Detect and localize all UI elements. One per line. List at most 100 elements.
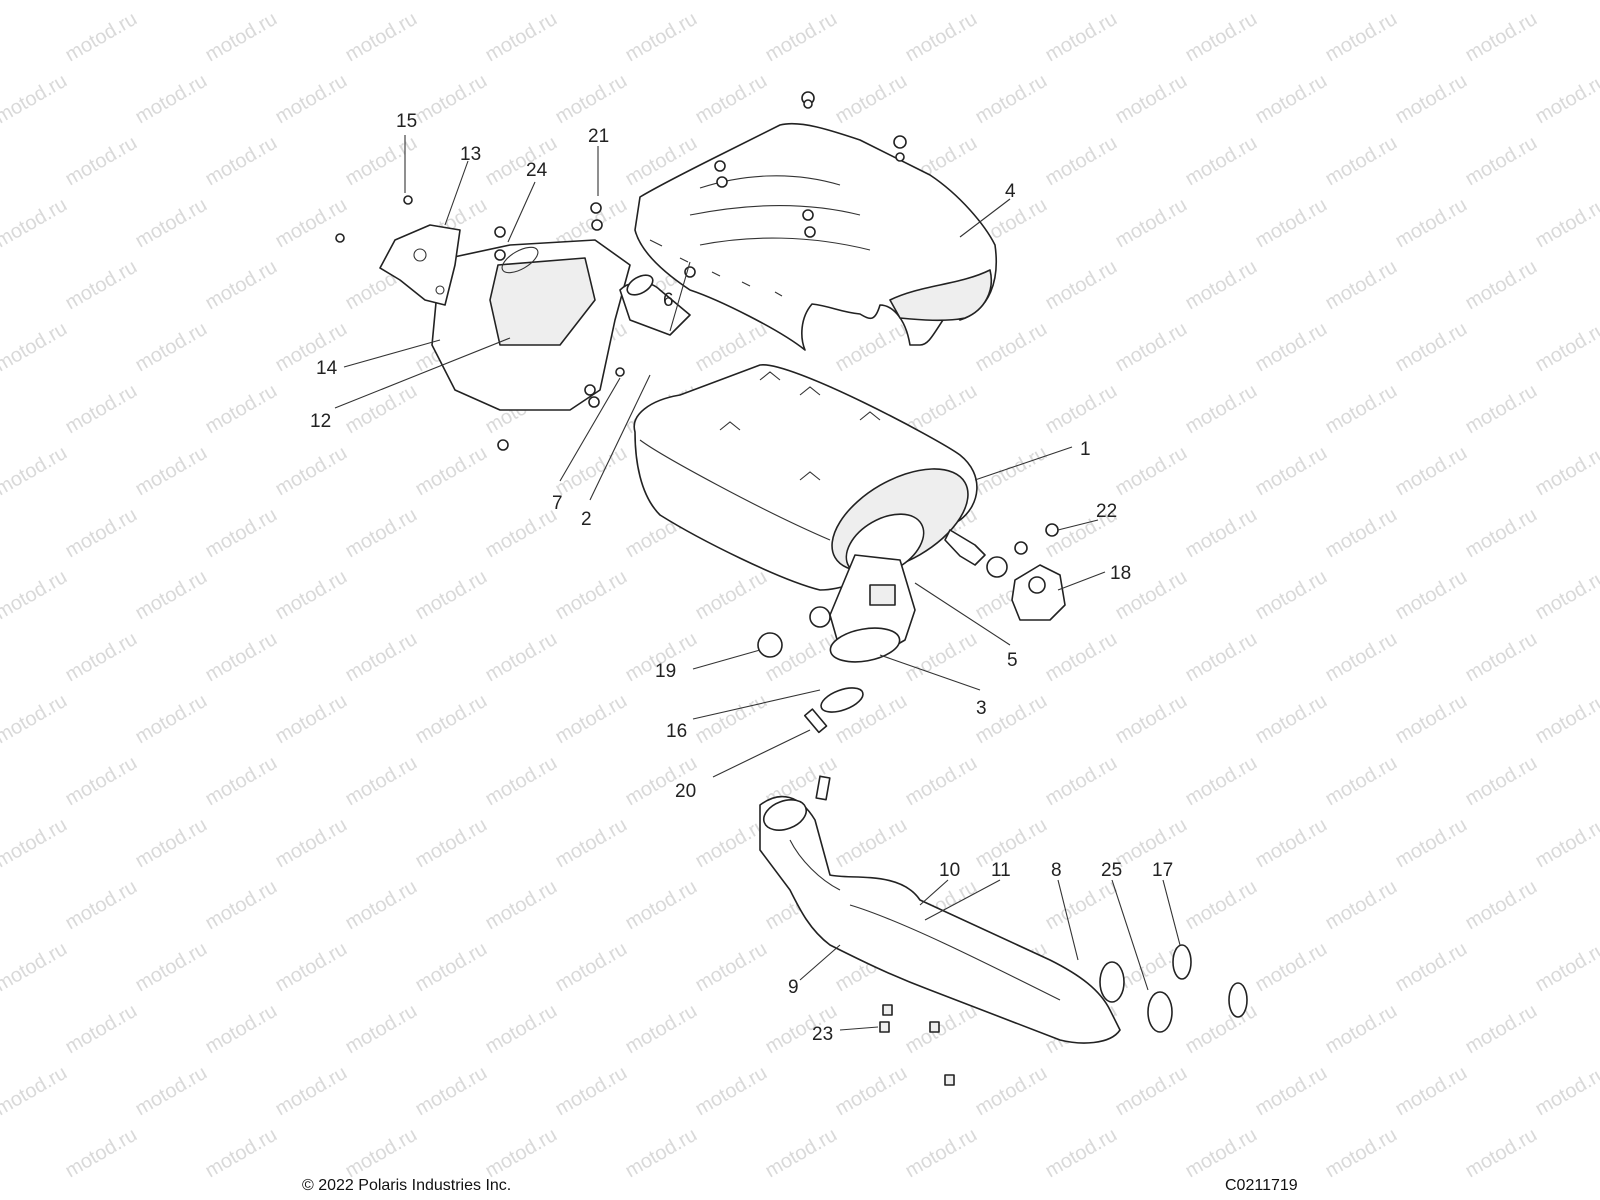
watermark-text: motod.ru [272, 1062, 351, 1121]
watermark-text: motod.ru [622, 1000, 701, 1059]
callout-4: 4 [1005, 181, 1016, 202]
watermark-text: motod.ru [1112, 318, 1191, 377]
watermark-text: motod.ru [1322, 1000, 1401, 1059]
watermark-text: motod.ru [1252, 0, 1331, 4]
callout-6: 6 [663, 290, 674, 311]
bracket-13 [379, 224, 461, 306]
watermark-text: motod.ru [1252, 1062, 1331, 1121]
watermark-text: motod.ru [0, 0, 71, 4]
watermark-text: motod.ru [132, 0, 211, 4]
callout-5: 5 [1007, 650, 1018, 671]
watermark-text: motod.ru [272, 814, 351, 873]
watermark-text: motod.ru [0, 938, 71, 997]
watermark-text: motod.ru [62, 876, 141, 935]
watermark-text: motod.ru [832, 70, 911, 129]
watermark-text: motod.ru [1462, 380, 1541, 439]
watermark-text: motod.ru [972, 0, 1051, 4]
watermark-text: motod.ru [0, 70, 71, 129]
callout-10: 10 [939, 860, 960, 881]
callout-11: 11 [991, 860, 1011, 881]
watermark-text: motod.ru [902, 1000, 981, 1059]
watermark-text: motod.ru [972, 318, 1051, 377]
watermark-text: motod.ru [272, 442, 351, 501]
watermark-text: motod.ru [832, 0, 911, 4]
watermark-text: motod.ru [412, 0, 491, 4]
callout-22: 22 [1096, 501, 1117, 522]
watermark-text: motod.ru [1042, 256, 1121, 315]
watermark-text: motod.ru [1532, 318, 1600, 377]
watermark-text: motod.ru [552, 442, 631, 501]
head-pipe [759, 795, 1121, 1044]
watermark-text: motod.ru [1532, 566, 1600, 625]
watermark-text: motod.ru [1112, 70, 1191, 129]
watermark-text: motod.ru [1042, 380, 1121, 439]
watermark-text: motod.ru [342, 1124, 421, 1183]
watermark-text: motod.ru [622, 1124, 701, 1183]
callout-12: 12 [310, 411, 331, 432]
watermark-text: motod.ru [0, 194, 71, 253]
document-code: C0211719 [1225, 1177, 1298, 1194]
watermark-text: motod.ru [1322, 504, 1401, 563]
watermark-text: motod.ru [902, 8, 981, 67]
watermark-text: motod.ru [1462, 132, 1541, 191]
watermark-text: motod.ru [1532, 690, 1600, 749]
watermark-text: motod.ru [1182, 380, 1261, 439]
watermark-text: motod.ru [132, 938, 211, 997]
watermark-text: motod.ru [1112, 0, 1191, 4]
watermark-text: motod.ru [272, 566, 351, 625]
watermark-text: motod.ru [342, 380, 421, 439]
watermark-text: motod.ru [482, 628, 561, 687]
watermark-text: motod.ru [1462, 628, 1541, 687]
watermark-text: motod.ru [202, 628, 281, 687]
callout-14: 14 [316, 358, 338, 379]
watermark-text: motod.ru [1462, 1124, 1541, 1183]
watermark-text: motod.ru [482, 504, 561, 563]
watermark-text: motod.ru [1532, 938, 1600, 997]
watermark-text: motod.ru [692, 814, 771, 873]
watermark-text: motod.ru [1042, 1124, 1121, 1183]
hardware [335, 91, 1059, 1086]
watermark-text: motod.ru [0, 504, 1, 563]
watermark-text: motod.ru [762, 8, 841, 67]
watermark-text: motod.ru [552, 566, 631, 625]
gaskets [1099, 944, 1248, 1033]
watermark-text: motod.ru [1182, 1124, 1261, 1183]
callout-9: 9 [788, 977, 799, 998]
watermark-text: motod.ru [132, 194, 211, 253]
callout-25: 25 [1101, 860, 1122, 881]
watermark-text: motod.ru [202, 876, 281, 935]
watermark-text: motod.ru [1182, 256, 1261, 315]
watermark-text: motod.ru [1462, 752, 1541, 811]
leader-lines [334, 135, 1181, 1031]
callout-21: 21 [588, 126, 609, 147]
outlet-assembly [829, 554, 916, 663]
watermark-text: motod.ru [482, 1000, 561, 1059]
callout-labels: 15 13 24 21 4 6 14 12 7 2 1 22 18 5 3 19… [310, 111, 1173, 1045]
watermark-text: motod.ru [692, 1062, 771, 1121]
callout-1: 1 [1080, 439, 1091, 460]
watermark-text: motod.ru [1182, 504, 1261, 563]
callout-15: 15 [396, 111, 417, 132]
watermark-text: motod.ru [1322, 628, 1401, 687]
watermark-text: motod.ru [62, 504, 141, 563]
callout-8: 8 [1051, 860, 1062, 881]
watermark-text: motod.ru [1322, 752, 1401, 811]
watermark-text: motod.ru [482, 132, 561, 191]
watermark-text: motod.ru [132, 318, 211, 377]
watermark-text: motod.ru [692, 938, 771, 997]
watermark-text: motod.ru [342, 876, 421, 935]
watermark-text: motod.ru [0, 442, 71, 501]
watermark-text: motod.ru [552, 1062, 631, 1121]
watermark-text: motod.ru [0, 628, 1, 687]
watermark-text: motod.ru [1462, 1000, 1541, 1059]
watermark-text: motod.ru [62, 256, 141, 315]
watermark-text: motod.ru [1182, 752, 1261, 811]
watermark-text: motod.ru [132, 1062, 211, 1121]
watermark-text: motod.ru [202, 1124, 281, 1183]
watermark-text: motod.ru [552, 814, 631, 873]
watermark-text: motod.ru [1042, 752, 1121, 811]
watermark-text: motod.ru [692, 0, 771, 4]
watermark-text: motod.ru [1392, 566, 1471, 625]
callout-16: 16 [666, 721, 687, 742]
watermark-text: motod.ru [342, 752, 421, 811]
